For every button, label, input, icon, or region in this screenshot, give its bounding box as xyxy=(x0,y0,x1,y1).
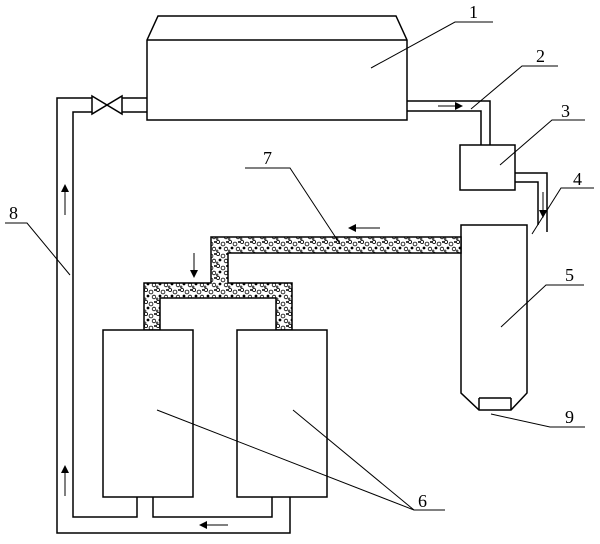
flow-arrow-bottom xyxy=(199,521,228,529)
leader-3 xyxy=(499,119,585,166)
label-8: 8 xyxy=(9,203,18,223)
flow-arrow-pipe-7 xyxy=(348,224,380,232)
leader-7 xyxy=(245,167,341,245)
flow-arrow-pipe-2 xyxy=(438,102,463,110)
return-pipe-inner xyxy=(72,111,273,518)
flow-arrow-riser-lower xyxy=(61,465,69,496)
leader-4 xyxy=(531,187,594,235)
component-5-vessel xyxy=(460,224,528,411)
valve-icon xyxy=(91,94,123,116)
flow-arrow-down-7 xyxy=(190,253,198,278)
pipe-2-inner xyxy=(407,110,482,145)
label-7: 7 xyxy=(263,148,272,168)
leader-1 xyxy=(370,21,493,69)
label-3: 3 xyxy=(561,101,570,121)
leader-5 xyxy=(500,284,584,328)
pipe-4-outer xyxy=(515,172,548,232)
leader-2 xyxy=(470,65,558,110)
label-4: 4 xyxy=(573,169,582,189)
component-3-box xyxy=(459,144,516,191)
label-9: 9 xyxy=(565,407,574,427)
return-pipe-outer xyxy=(56,97,291,534)
label-2: 2 xyxy=(536,46,545,66)
component-6-left-container xyxy=(102,329,194,498)
leader-6a xyxy=(156,409,415,511)
leader-6b xyxy=(292,409,415,511)
component-1-box xyxy=(146,15,408,121)
label-6: 6 xyxy=(418,491,427,511)
pipe-2-outer xyxy=(407,100,491,145)
label-5: 5 xyxy=(565,265,574,285)
leader-9 xyxy=(490,413,585,428)
granule-pipe-7 xyxy=(143,236,462,331)
flow-arrow-riser-upper xyxy=(61,184,69,215)
flow-arrow-pipe-4 xyxy=(539,192,547,218)
label-1: 1 xyxy=(469,2,478,22)
leader-8 xyxy=(5,222,71,276)
pipe-4-inner xyxy=(515,181,539,225)
component-6-right-container xyxy=(236,329,328,498)
